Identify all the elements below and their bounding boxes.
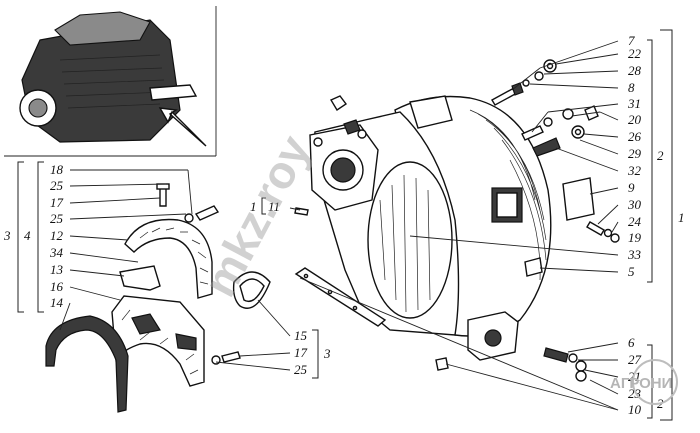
callout-12: 12	[50, 228, 64, 243]
callout-9: 9	[628, 180, 635, 195]
callout-26: 26	[628, 129, 642, 144]
callout-30: 30	[627, 197, 642, 212]
callout-8: 8	[628, 80, 635, 95]
callout-29: 29	[628, 146, 642, 161]
callout-25-lower: 25	[294, 362, 308, 377]
callout-33: 33	[627, 247, 642, 262]
callout-7: 7	[628, 33, 635, 48]
flywheel-housing	[309, 95, 552, 361]
callout-5: 5	[628, 264, 635, 279]
logo-text: АГРОНИ	[610, 375, 672, 392]
leader-lines	[59, 40, 619, 411]
assembly-1-outer: 1	[678, 210, 685, 225]
callout-17-lower: 17	[294, 345, 308, 360]
callout-14: 14	[50, 295, 64, 310]
callout-16: 16	[50, 279, 64, 294]
assembly-4-left: 4	[24, 228, 31, 243]
callout-11: 11	[268, 199, 280, 214]
callout-10: 10	[628, 402, 642, 417]
callout-28: 28	[628, 63, 642, 78]
assembly-3-left: 3	[3, 228, 11, 243]
callouts-left-group: 18 25 17 25 12 34 13 16 14	[49, 162, 64, 310]
callout-25-b: 25	[50, 211, 64, 226]
callout-18: 18	[50, 162, 64, 177]
callout-34: 34	[49, 245, 64, 260]
small-fasteners	[294, 59, 620, 382]
callout-20: 20	[628, 112, 642, 127]
callout-31: 31	[627, 96, 641, 111]
engine-thumbnail	[4, 6, 217, 157]
callout-13: 13	[50, 262, 64, 277]
callout-24: 24	[628, 214, 642, 229]
callout-17: 17	[50, 195, 64, 210]
assembly-3-lower: 3	[323, 346, 331, 361]
callouts-bottom-group: 6 27 21 23 10	[628, 335, 642, 417]
rear-seal-cover-parts	[45, 183, 271, 413]
callout-25-a: 25	[50, 178, 64, 193]
assembly-2-upper: 2	[657, 148, 664, 163]
callout-15: 15	[294, 328, 308, 343]
agroni-logo: АГРОНИ	[610, 359, 678, 405]
callouts-lower-middle: 15 17 25	[294, 328, 308, 377]
callout-27: 27	[628, 352, 642, 367]
assembly-1-bolt: 1	[250, 199, 257, 214]
gasket-strip	[294, 267, 387, 327]
callout-32: 32	[627, 163, 642, 178]
callout-22: 22	[628, 46, 642, 61]
callouts-right-group: 7 22 28 8 31 20 26 29 32 9 30 24 19 33 5	[627, 33, 642, 279]
callout-6: 6	[628, 335, 635, 350]
callout-19: 19	[628, 230, 642, 245]
assembly-brackets	[17, 29, 673, 421]
